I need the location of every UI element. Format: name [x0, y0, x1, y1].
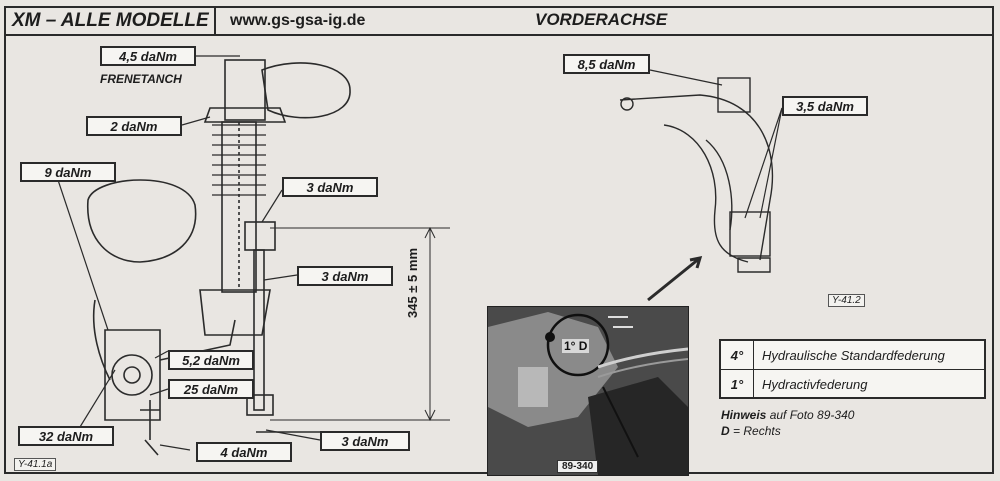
- legend-code: 4°: [721, 341, 754, 369]
- torque-label-5-2: 5,2 daNm: [168, 350, 254, 370]
- section-title: VORDERACHSE: [535, 10, 668, 29]
- legend-code: 1°: [721, 370, 754, 398]
- legend-table: 4° Hydraulische Standardfederung 1° Hydr…: [719, 339, 986, 399]
- top-mount: [224, 59, 266, 121]
- torque-label-3-5: 3,5 daNm: [782, 96, 868, 116]
- lower-bracket: [729, 211, 771, 257]
- hint-d-text: = Rechts: [729, 424, 781, 438]
- upper-bracket: [717, 77, 751, 113]
- wishbone: [619, 94, 774, 261]
- torque-label-3-bottom: 3 daNm: [320, 431, 410, 451]
- legend-desc: Hydractivfederung: [762, 376, 868, 392]
- torque-label-32: 32 daNm: [18, 426, 114, 446]
- torque-label-9: 9 daNm: [20, 162, 116, 182]
- photo-id-tag: 89-340: [557, 460, 599, 473]
- torque-label-8-5: 8,5 daNm: [563, 54, 650, 74]
- torque-label-3-top: 3 daNm: [282, 177, 378, 197]
- hub: [104, 329, 161, 421]
- sphere: [261, 62, 351, 119]
- frenetanch-note: FRENETANCH: [100, 72, 182, 86]
- legend-row: 4° Hydraulische Standardfederung: [721, 341, 984, 370]
- torque-label-2: 2 daNm: [86, 116, 182, 136]
- torque-label-25: 25 daNm: [168, 379, 254, 399]
- photo-89-340: 1° D: [487, 306, 689, 476]
- torque-label-4: 4 daNm: [196, 442, 292, 462]
- torque-label-4-5: 4,5 daNm: [100, 46, 196, 66]
- hint-note: Hinweis auf Foto 89-340 D = Rechts: [721, 407, 854, 439]
- hint-label: Hinweis: [721, 408, 767, 422]
- photo-callout: 1° D: [562, 339, 590, 353]
- figure-id-right: Y-41.2: [828, 294, 865, 307]
- legend-row: 1° Hydractivfederung: [721, 370, 984, 398]
- figure-id-left: Y-41.1a: [14, 458, 57, 471]
- torque-label-3-mid: 3 daNm: [297, 266, 393, 286]
- photo-content: [488, 307, 688, 475]
- site-header: www.gs-gsa-ig.de: [214, 6, 994, 36]
- legend-desc: Hydraulische Standardfederung: [762, 347, 945, 363]
- hint-d-label: D: [721, 424, 730, 438]
- hint-text: auf Foto 89-340: [766, 408, 855, 422]
- dimension-label: 345 ± 5 mm: [405, 247, 420, 318]
